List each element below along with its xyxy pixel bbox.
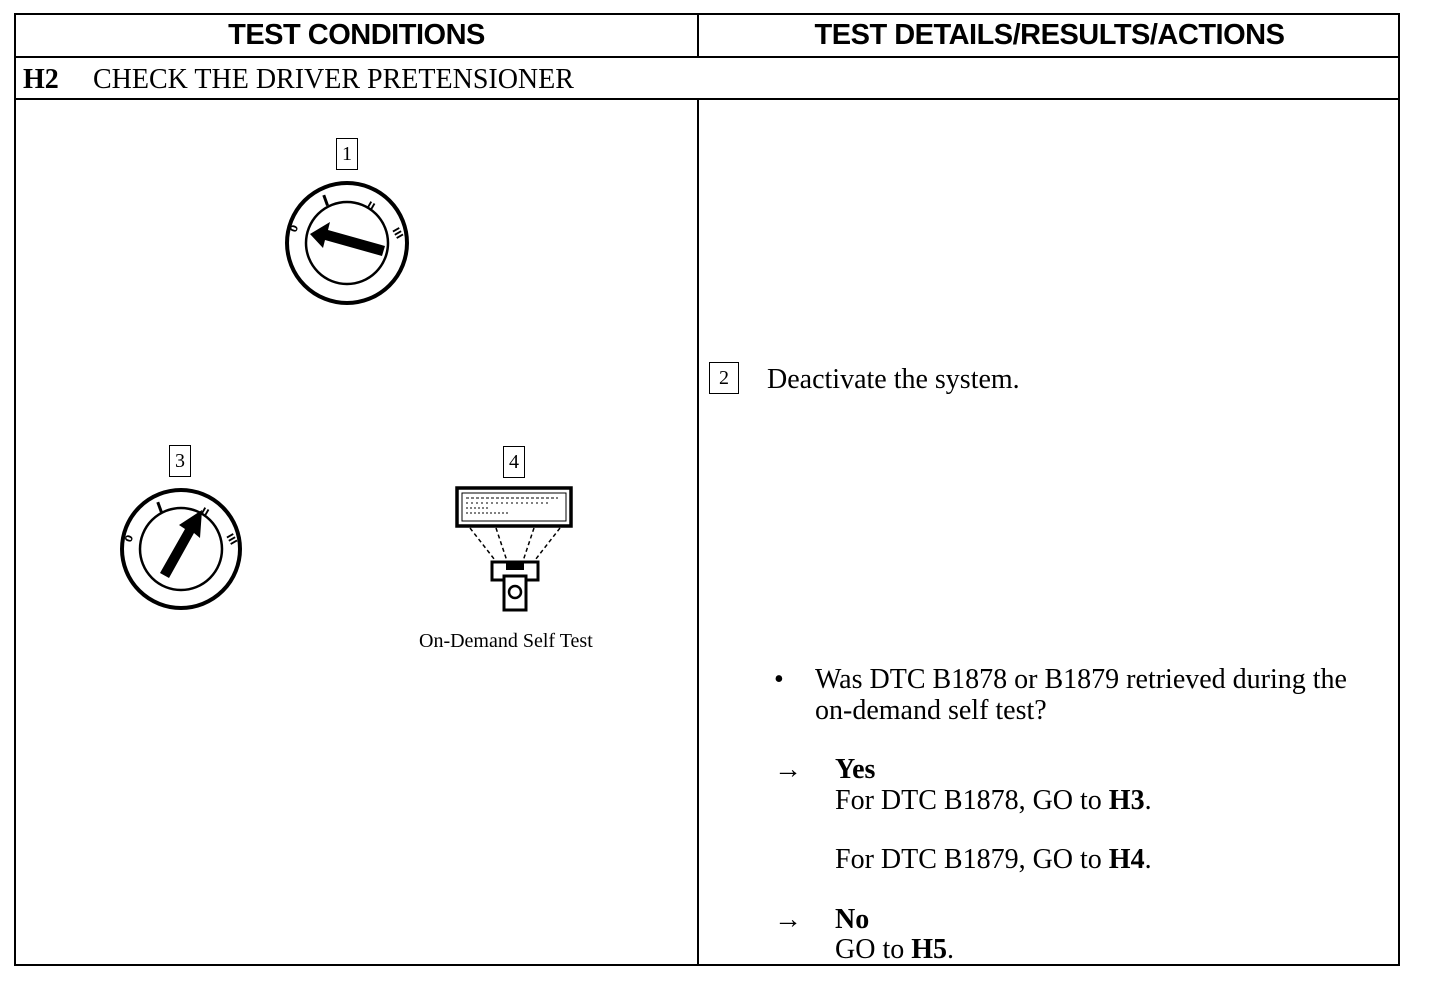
ignition-run-icon: 0 II III — [120, 488, 242, 610]
no-line-text: GO to — [835, 934, 912, 965]
period: . — [947, 934, 955, 965]
svg-text:II: II — [199, 506, 211, 519]
header-test-conditions: TEST CONDITIONS — [16, 15, 699, 56]
action-number-box: 2 — [709, 362, 739, 394]
header-test-details: TEST DETAILS/RESULTS/ACTIONS — [814, 19, 1285, 51]
arrow-right-icon: → — [774, 754, 802, 785]
tester-caption: On-Demand Self Test — [419, 630, 593, 652]
svg-text:0: 0 — [288, 224, 301, 234]
bullet: • — [774, 664, 784, 695]
no-line-target: H5 — [911, 934, 948, 965]
column-divider — [697, 100, 699, 966]
period: . — [1144, 844, 1152, 875]
yes-line-1: For DTC B1878, GO to H3. — [835, 785, 1152, 816]
arrow-right-icon: → — [774, 904, 802, 935]
callout-3: 3 — [169, 445, 191, 477]
svg-text:III: III — [223, 532, 238, 547]
ignition-off-icon: 0 II III — [285, 181, 409, 305]
yes-line-2-target: H4 — [1108, 844, 1145, 875]
period: . — [1144, 785, 1152, 816]
svg-text:II: II — [365, 200, 377, 213]
yes-label: Yes — [835, 754, 876, 785]
yes-line-1-text: For DTC B1878, GO to — [835, 785, 1109, 816]
question-line-1: Was DTC B1878 or B1879 retrieved during … — [815, 664, 1347, 695]
step-title: CHECK THE DRIVER PRETENSIONER — [93, 64, 574, 95]
yes-line-2-text: For DTC B1879, GO to — [835, 844, 1109, 875]
scan-tool-icon — [455, 486, 573, 612]
question-line-2: on-demand self test? — [815, 695, 1047, 726]
no-line: GO to H5. — [835, 934, 954, 965]
test-procedure-table: TEST CONDITIONS TEST DETAILS/RESULTS/ACT… — [14, 13, 1400, 966]
table-header-row: TEST CONDITIONS TEST DETAILS/RESULTS/ACT… — [16, 15, 1398, 58]
yes-line-2: For DTC B1879, GO to H4. — [835, 844, 1152, 875]
yes-line-1-target: H3 — [1108, 785, 1145, 816]
step-id: H2 — [23, 64, 59, 95]
svg-text:III: III — [389, 226, 404, 241]
callout-1: 1 — [336, 138, 358, 170]
svg-text:0: 0 — [123, 534, 136, 544]
action-text: Deactivate the system. — [767, 364, 1020, 395]
callout-4: 4 — [503, 446, 525, 478]
no-label: No — [835, 904, 870, 935]
step-title-row: H2 CHECK THE DRIVER PRETENSIONER — [16, 58, 1398, 100]
